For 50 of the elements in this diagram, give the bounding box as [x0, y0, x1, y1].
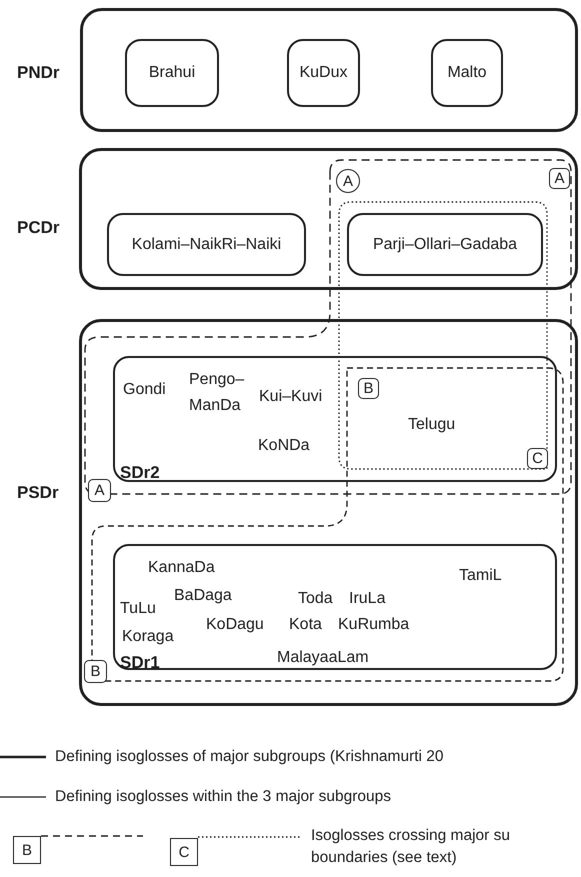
- tag-letter: A: [342, 174, 353, 188]
- language-name: KoNDa: [258, 436, 310, 456]
- language-name: Parji–Ollari–Gadaba: [372, 236, 518, 252]
- language-name: Kolami–NaikRi–Naiki: [132, 236, 282, 252]
- language-name: MalayaaLam: [277, 648, 369, 668]
- language-name: Pengo– ManDa: [189, 370, 246, 416]
- language-box: [107, 213, 306, 276]
- subgroup-box: [113, 544, 557, 670]
- language-name: BaDaga: [174, 586, 232, 606]
- subgroup-heading: PSDr: [17, 484, 59, 501]
- subgroup-heading: SDr1: [120, 652, 160, 674]
- subgroup-heading: SDr2: [120, 462, 160, 484]
- language-name: Telugu: [408, 415, 456, 435]
- language-name: KuRumba: [338, 615, 410, 635]
- isogloss-tag: [527, 448, 548, 469]
- language-name: TuLu: [120, 599, 156, 619]
- language-name: Malto: [447, 65, 487, 81]
- language-name: IruLa: [349, 589, 386, 609]
- tag-letter: A: [554, 171, 564, 186]
- language-box: [431, 39, 503, 107]
- legend-key: C: [170, 838, 198, 866]
- legend-text: Defining isoglosses within the 3 major subgroups: [55, 789, 392, 804]
- language-name: Toda: [298, 589, 333, 609]
- legend-key: B: [13, 836, 41, 864]
- subgroup-heading: PCDr: [17, 219, 60, 236]
- tag-letter: C: [532, 451, 543, 466]
- language-box: [287, 39, 360, 107]
- language-name: TamiL: [459, 566, 502, 586]
- language-name: Kota: [289, 615, 322, 635]
- tag-letter: A: [94, 483, 104, 498]
- subgroup-box: [113, 356, 557, 482]
- language-box: [125, 39, 219, 107]
- tag-letter: B: [90, 664, 100, 679]
- isogloss-tag: [88, 479, 111, 502]
- language-name: KuDux: [299, 65, 348, 81]
- language-name: Gondi: [123, 380, 166, 400]
- language-name: Kui–Kuvi: [259, 387, 322, 407]
- isogloss-tag: [84, 660, 107, 683]
- isogloss-tag: [549, 168, 570, 189]
- legend-text: Isoglosses crossing major su boundaries (see text): [311, 826, 511, 868]
- subgroup-heading: PNDr: [17, 64, 60, 81]
- isogloss-tag: [358, 378, 379, 399]
- language-name: KannaDa: [148, 558, 215, 578]
- language-name: Koraga: [122, 627, 174, 647]
- language-name: Brahui: [148, 65, 196, 81]
- legend-text: Defining isoglosses of major subgroups (Krishnamurti 20: [55, 749, 444, 764]
- language-box: [347, 213, 543, 276]
- tag-letter: B: [363, 381, 374, 396]
- language-name: KoDagu: [206, 615, 264, 635]
- isogloss-tag: [336, 169, 360, 193]
